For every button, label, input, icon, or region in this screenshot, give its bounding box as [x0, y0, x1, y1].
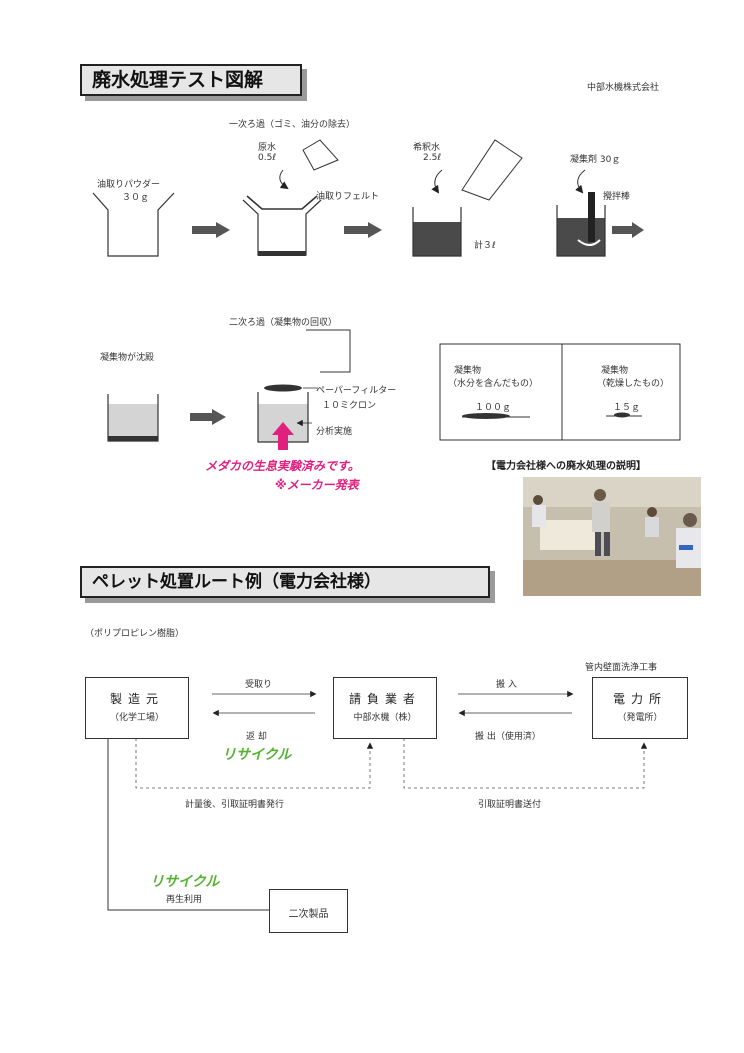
raw-water-amount: 0.5ℓ [258, 153, 277, 163]
dilution-beaker [412, 207, 462, 257]
cert-issue-label: 計量後、引取証明書発行 [185, 800, 285, 810]
photo-explanation [523, 477, 701, 596]
return-label: 返 却 [246, 732, 267, 742]
flow-arrow-2 [344, 222, 382, 238]
raw-water-pour [279, 139, 339, 190]
micron-label: １０ミクロン [322, 401, 377, 411]
primary-filter-label: 一次ろ過（ゴミ、油分の除去） [229, 120, 356, 130]
sediment-beaker [107, 394, 159, 442]
total-label: 計３ℓ [474, 241, 496, 251]
flow-arrow-3 [612, 222, 644, 238]
maker-note: ※メーカー発表 [275, 478, 359, 492]
raw-water-label: 原水 [258, 143, 277, 153]
cert-send-label: 引取証明書送付 [478, 800, 542, 810]
power-plant-header: 管内壁面洗浄工事 [585, 663, 658, 673]
contractor-sub: 中部水機（株） [353, 713, 417, 723]
dry-label-2: （乾燥したもの） [597, 379, 670, 389]
reuse-label: 再生利用 [166, 895, 203, 905]
analysis-arrow [272, 419, 312, 450]
route-flow [107, 690, 648, 911]
powder-amount: ３０ｇ [122, 193, 150, 203]
pour-container [306, 329, 351, 373]
dilution-label: 希釈水 [413, 143, 441, 153]
carry-out-label: 搬 出（使用済） [475, 732, 541, 742]
section1-title: 廃水処理テスト図解 [80, 64, 302, 96]
medaka-note: メダカの生息実験済みです。 [205, 459, 360, 473]
dry-label-1: 凝集物 [601, 366, 629, 376]
power-plant-box: 電力所 （発電所） [592, 677, 688, 739]
sediment-label: 凝集物が沈殿 [100, 353, 155, 363]
carry-in-label: 搬 入 [496, 680, 517, 690]
oil-felt-label: 油取りフェルト [316, 192, 380, 202]
wet-label-1: 凝集物 [454, 366, 482, 376]
felt-beaker [242, 195, 322, 256]
photo-caption: 【電力会社様への廃水処理の説明】 [486, 461, 646, 472]
recycle-label-2: リサイクル [150, 874, 220, 890]
paper-filter-label: ペーパーフィルター [316, 386, 397, 396]
section2-title: ペレット処置ルート例（電力会社様） [80, 566, 490, 598]
secondary-filter-label: 二次ろ過（凝集物の回収） [229, 318, 338, 328]
flow-arrow-1 [192, 222, 230, 238]
dry-amount: １５ｇ [613, 403, 641, 413]
manufacturer-box: 製造元 （化学工場） [85, 677, 189, 739]
coagulant-pour-arrow [575, 169, 586, 194]
manufacturer-sub: （化学工場） [109, 713, 164, 723]
dilution-amount: 2.5ℓ [423, 153, 442, 163]
contractor-box: 請負業者 中部水機（株） [333, 677, 437, 739]
powder-beaker [92, 192, 175, 257]
company-name: 中部水機株式会社 [587, 83, 660, 93]
receive-label: 受取り [245, 680, 273, 690]
power-plant-sub: （発電所） [617, 713, 663, 723]
powder-label: 油取りパウダー [97, 180, 161, 190]
secondary-product-box: 二次製品 [269, 889, 348, 933]
material-note: （ポリプロピレン樹脂） [85, 629, 185, 639]
manufacturer-name: 製造元 [109, 692, 164, 706]
analysis-label: 分析実施 [316, 427, 353, 437]
coagulant-label: 凝集剤 30ｇ [570, 155, 621, 165]
wet-amount: １００ｇ [475, 403, 512, 413]
wet-label-2: （水分を含んだもの） [448, 379, 539, 389]
stirrer-label: 攪拌棒 [603, 192, 631, 202]
secondary-product-label: 二次製品 [288, 909, 329, 920]
recycle-label-1: リサイクル [222, 747, 292, 763]
flow-arrow-4 [190, 409, 226, 425]
dilution-water-pour [431, 139, 523, 201]
result-box [439, 343, 681, 441]
stir-beaker [556, 192, 606, 257]
contractor-name: 請負業者 [348, 692, 421, 706]
power-plant-name: 電力所 [612, 692, 667, 706]
